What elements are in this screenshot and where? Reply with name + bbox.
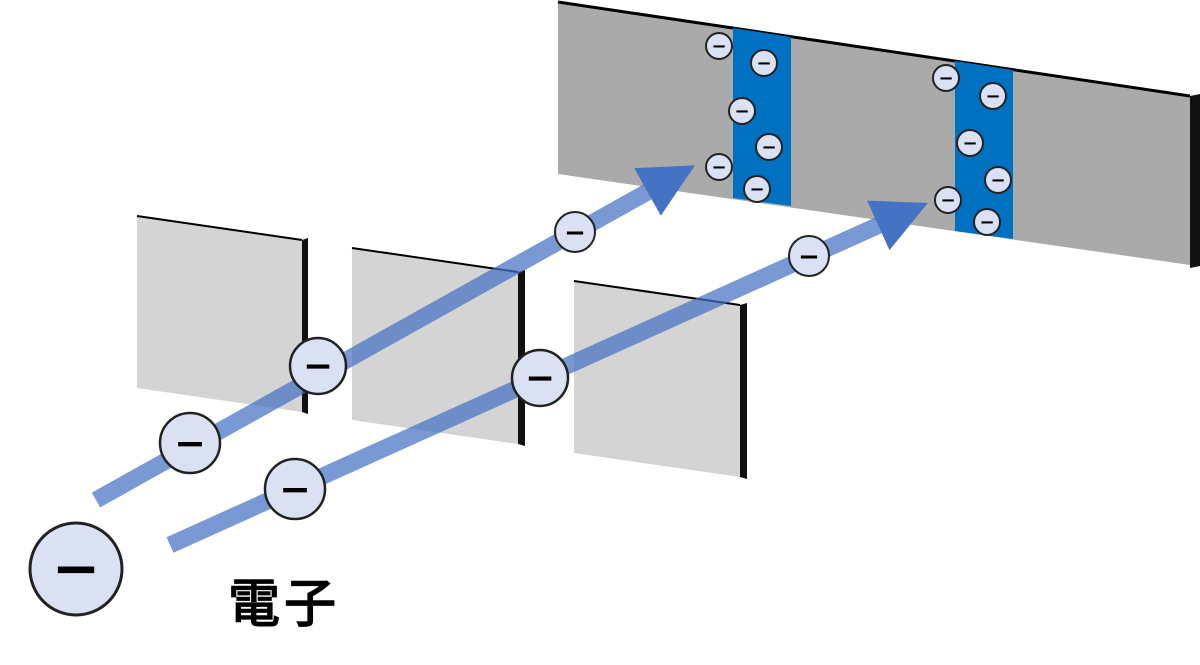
svg-text:−: −: [798, 242, 820, 272]
svg-text:−: −: [174, 421, 206, 465]
svg-text:−: −: [711, 36, 726, 57]
electron-screen-8: −: [979, 82, 1007, 110]
electron-screen-7: −: [932, 64, 960, 92]
electron-screen-9: −: [956, 129, 984, 157]
electron-path-upper-mid: −: [288, 336, 348, 396]
detection-screen: [557, 0, 1200, 268]
electron-screen-4: −: [755, 133, 783, 161]
svg-text:−: −: [525, 358, 555, 399]
electron-screen-2: −: [750, 49, 778, 77]
svg-text:−: −: [303, 346, 333, 387]
electron-screen-1: −: [705, 32, 733, 60]
electron-path-lower-mid: −: [510, 348, 570, 408]
svg-text:−: −: [756, 53, 771, 74]
electron-legend-icon: −: [28, 521, 124, 617]
electron-label: 電子: [228, 575, 341, 635]
electron-path-lower-near: −: [263, 457, 327, 521]
electron-screen-10: −: [984, 166, 1012, 194]
electron-screen-5: −: [705, 153, 733, 181]
electron-screen-12: −: [973, 208, 1001, 236]
svg-text:−: −: [938, 68, 953, 89]
svg-text:−: −: [940, 190, 955, 211]
svg-text:−: −: [711, 157, 726, 178]
slit-plate-1: [136, 215, 308, 414]
electron-screen-11: −: [934, 186, 962, 214]
svg-text:−: −: [279, 467, 311, 511]
electron-path-upper-near: −: [158, 411, 222, 475]
slit-plate-3: [573, 280, 747, 479]
svg-text:−: −: [564, 218, 586, 248]
svg-text:−: −: [979, 212, 994, 233]
svg-text:−: −: [761, 137, 776, 158]
svg-text:−: −: [962, 133, 977, 154]
svg-text:−: −: [990, 170, 1005, 191]
electron-path-lower-far: −: [788, 235, 830, 277]
interference-band-1: [733, 28, 791, 206]
svg-text:−: −: [52, 534, 101, 602]
electron-path-upper-far: −: [554, 211, 596, 253]
electron-screen-3: −: [728, 97, 756, 125]
svg-text:−: −: [734, 101, 749, 122]
electron-screen-6: −: [743, 175, 771, 203]
svg-text:−: −: [749, 179, 764, 200]
svg-text:−: −: [985, 86, 1000, 107]
